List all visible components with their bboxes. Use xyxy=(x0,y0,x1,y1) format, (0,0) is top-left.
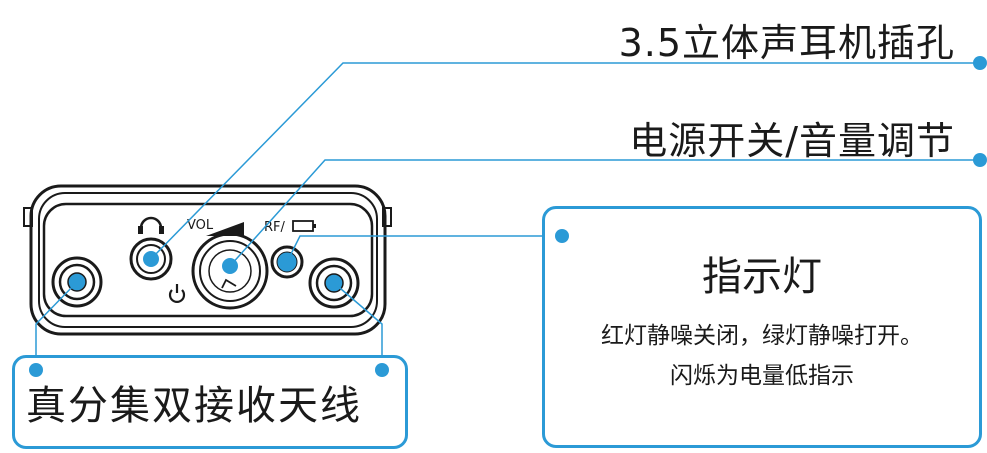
leader-antenna-right xyxy=(333,282,383,370)
antenna-label: 真分集双接收天线 xyxy=(26,383,362,429)
headphone-icon xyxy=(138,216,164,234)
antenna-callout-box xyxy=(12,355,408,449)
headphone-jack-label: 3.5立体声耳机插孔 xyxy=(618,21,955,65)
vol-label: VOL xyxy=(187,218,214,233)
leader-headphone xyxy=(150,62,980,260)
power-icon xyxy=(168,284,186,303)
leader-lines xyxy=(35,62,980,370)
indicator-callout-box xyxy=(542,206,982,448)
indicator-desc-line2: 闪烁为电量低指示 xyxy=(670,363,854,389)
rf-label: RF/ xyxy=(264,220,286,235)
leader-indicator xyxy=(286,235,562,263)
indicator-title: 指示灯 xyxy=(702,254,822,300)
power-volume-label: 电源开关/音量调节 xyxy=(629,119,955,163)
indicator-desc-line1: 红灯静噪关闭，绿灯静噪打开。 xyxy=(601,323,923,349)
volume-ramp-icon xyxy=(206,222,244,236)
battery-icon xyxy=(292,220,316,232)
leader-antenna-left xyxy=(35,281,78,370)
leader-power xyxy=(229,159,980,267)
